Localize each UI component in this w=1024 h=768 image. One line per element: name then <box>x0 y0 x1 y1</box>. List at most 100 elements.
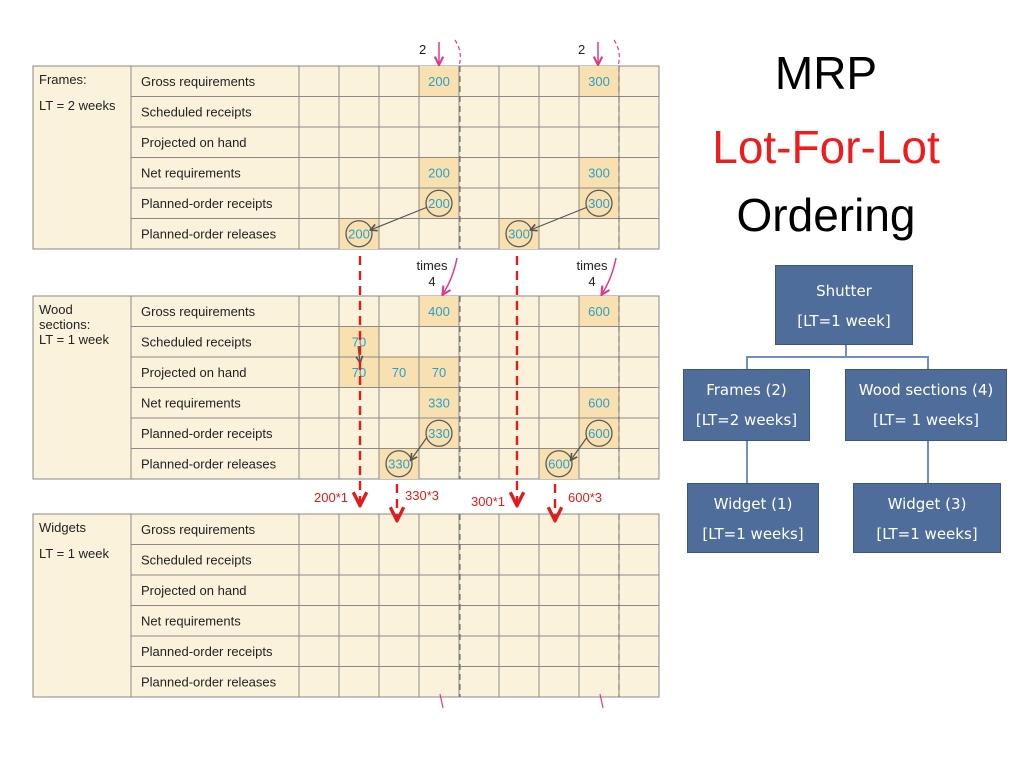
title-mrp: MRP <box>774 47 878 99</box>
offset-arrow <box>411 436 428 460</box>
item-label: Wood <box>39 302 73 317</box>
row-label: Net requirements <box>141 166 241 181</box>
bom-connector <box>927 356 929 369</box>
highlight-cell <box>419 66 459 97</box>
offset-arrow <box>531 206 588 230</box>
bom-node-lt: [LT=2 weeks] <box>695 411 798 429</box>
row-label: Projected on hand <box>141 365 247 380</box>
row-label: Planned-order receipts <box>141 426 273 441</box>
bom-node-lt: [LT= 1 weeks] <box>872 411 980 429</box>
item-label: LT = 1 week <box>39 546 109 561</box>
cell-value: 70 <box>432 365 446 380</box>
bom-connector <box>746 441 748 483</box>
row-label: Scheduled receipts <box>141 105 252 120</box>
cell-value: 70 <box>352 335 366 350</box>
bom-node-lt: [LT=1 week] <box>797 312 891 330</box>
row-label: Planned-order releases <box>141 227 277 242</box>
cell-value: 300 <box>588 166 610 181</box>
times-qty: 4 <box>428 274 435 289</box>
bom-node-name: Frames (2) <box>706 381 787 399</box>
cell-value: 600 <box>588 396 610 411</box>
bom-connector <box>927 441 929 483</box>
highlight-cell <box>579 387 619 418</box>
cell-value: 330 <box>428 426 450 441</box>
item-label: LT = 1 week <box>39 332 109 347</box>
row-label: Planned-order receipts <box>141 196 273 211</box>
highlight-cell <box>419 387 459 418</box>
cell-value: 70 <box>352 365 366 380</box>
times-arrow <box>602 257 617 294</box>
bom-node-name: Wood sections (4) <box>858 381 994 399</box>
bom-connector <box>746 356 928 358</box>
offset-arrow <box>571 436 588 460</box>
row-label: Planned-order releases <box>141 675 277 690</box>
bom-node-frames: Frames (2) [LT=2 weeks] <box>683 369 810 441</box>
explosion-label: 600*3 <box>568 490 602 505</box>
highlight-cell <box>579 296 619 327</box>
row-label: Gross requirements <box>141 304 256 319</box>
circled-value-ring <box>385 450 413 478</box>
offset-arrow <box>371 206 428 230</box>
highlight-cell <box>419 157 459 188</box>
bom-node-wood-sections: Wood sections (4) [LT= 1 weeks] <box>845 369 1007 441</box>
times-label: times <box>576 258 608 273</box>
item-label: sections: <box>39 317 90 332</box>
cell-value: 200 <box>428 196 450 211</box>
row-label: Net requirements <box>141 614 241 629</box>
cell-value: 70 <box>392 365 406 380</box>
pink-mark <box>599 693 604 709</box>
row-label: Scheduled receipts <box>141 335 252 350</box>
cell-value: 600 <box>548 457 570 472</box>
bom-node-name: Shutter <box>816 282 872 300</box>
bom-node-lt: [LT=1 weeks] <box>702 525 804 543</box>
times-qty: 4 <box>588 274 595 289</box>
bom-node-shutter: Shutter [LT=1 week] <box>775 265 913 345</box>
cell-value: 400 <box>428 304 450 319</box>
bom-node-name: Widget (1) <box>713 495 793 513</box>
circled-value-ring <box>345 220 373 248</box>
cell-value: 300 <box>588 196 610 211</box>
row-label: Projected on hand <box>141 583 247 598</box>
title-ordering: Ordering <box>736 189 916 241</box>
cell-value: 330 <box>428 396 450 411</box>
bom-node-name: Widget (3) <box>887 495 967 513</box>
multiplier-label: 2 <box>578 42 585 57</box>
cell-value: 330 <box>388 457 410 472</box>
circled-value-ring <box>545 450 573 478</box>
cell-value: 600 <box>588 304 610 319</box>
item-label: Widgets <box>39 520 86 535</box>
cell-value: 300 <box>588 74 610 89</box>
bom-node-widget-3: Widget (3) [LT=1 weeks] <box>853 483 1001 553</box>
multiplier-label: 2 <box>419 42 426 57</box>
cell-value: 200 <box>348 227 370 242</box>
bom-node-lt: [LT=1 weeks] <box>876 525 978 543</box>
circled-value-ring <box>505 220 533 248</box>
row-label: Net requirements <box>141 396 241 411</box>
highlight-cell <box>419 357 459 388</box>
highlight-cell <box>419 296 459 327</box>
explosion-label: 300*1 <box>471 494 505 509</box>
pink-curve <box>613 39 620 67</box>
row-label: Scheduled receipts <box>141 553 252 568</box>
highlight-cell <box>579 66 619 97</box>
cell-value: 200 <box>428 74 450 89</box>
row-label: Planned-order releases <box>141 457 277 472</box>
title-lot-for-lot: Lot-For-Lot <box>712 121 940 173</box>
highlight-cell <box>579 157 619 188</box>
row-label: Gross requirements <box>141 74 256 89</box>
cell-value: 200 <box>428 166 450 181</box>
row-label: Planned-order receipts <box>141 644 273 659</box>
pink-curve <box>454 39 461 67</box>
row-label: Projected on hand <box>141 135 247 150</box>
explosion-label: 330*3 <box>405 488 439 503</box>
row-label: Gross requirements <box>141 522 256 537</box>
explosion-label: 200*1 <box>314 490 348 505</box>
pink-mark <box>439 693 444 709</box>
times-label: times <box>416 258 448 273</box>
times-arrow <box>443 257 458 294</box>
bom-connector <box>845 345 847 357</box>
item-label: Frames: <box>39 72 87 87</box>
item-label: LT = 2 weeks <box>39 98 116 113</box>
circled-value-ring <box>425 419 453 447</box>
bom-node-widget-1: Widget (1) [LT=1 weeks] <box>687 483 819 553</box>
